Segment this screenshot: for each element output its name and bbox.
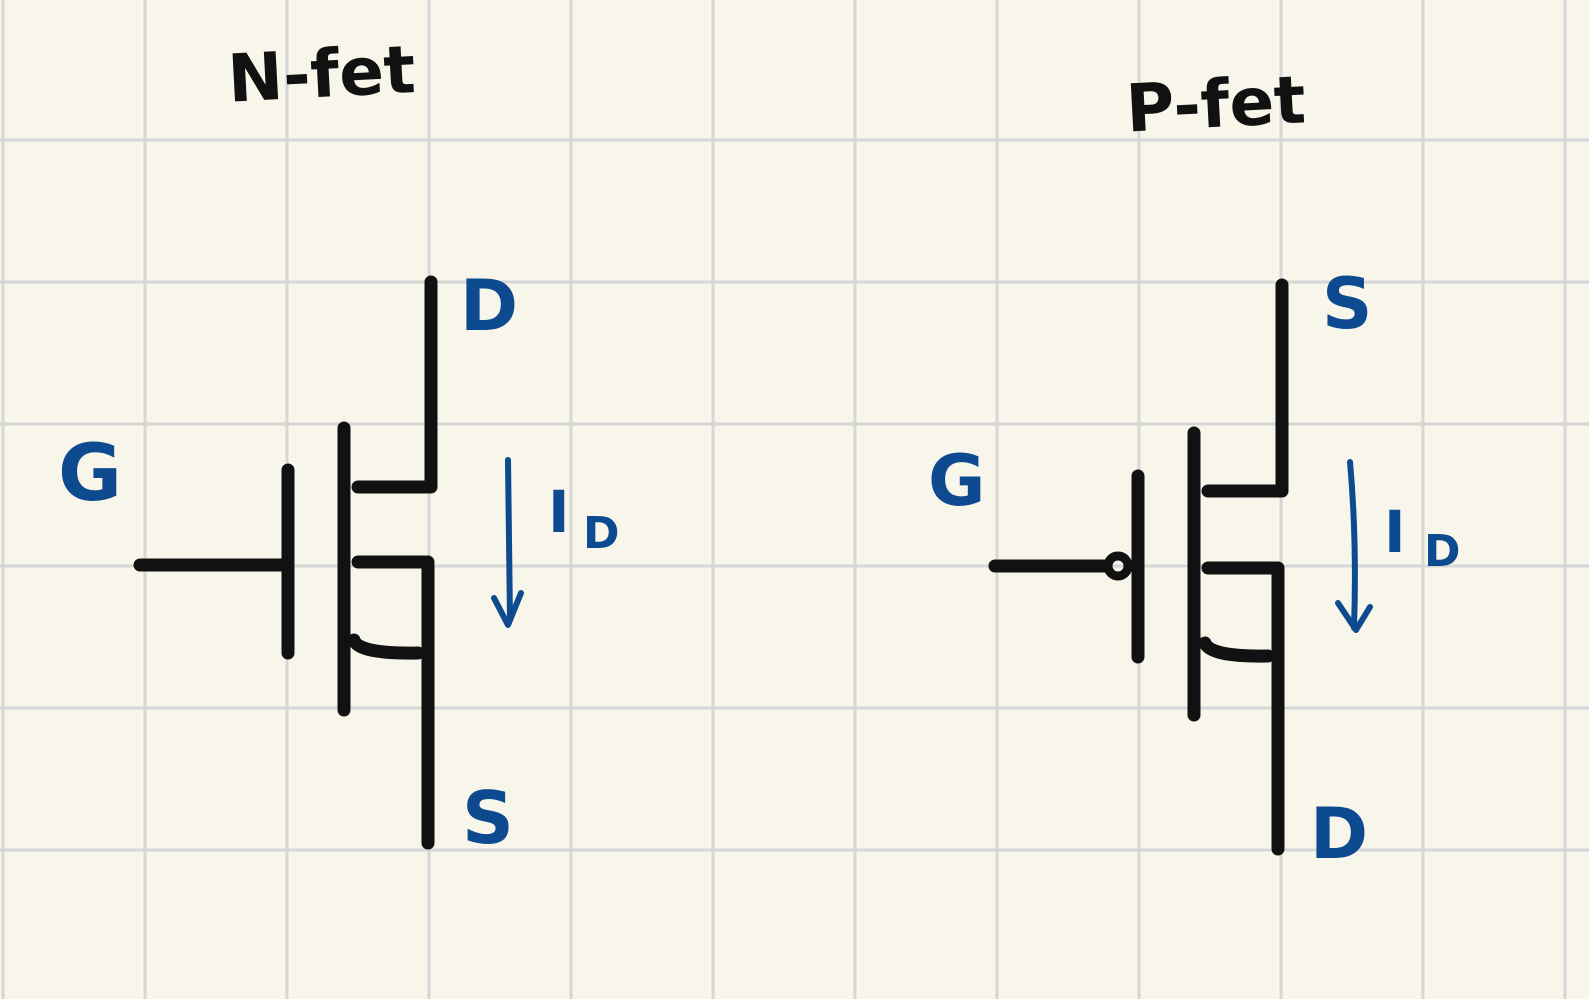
nfet-current-arrowhead: [491, 590, 524, 628]
nfet-drain-label: D: [460, 265, 518, 347]
nfet-gate-label: G: [58, 429, 122, 519]
pfet-source-wire: [1201, 278, 1289, 498]
pfet-current-label: I: [1384, 498, 1406, 566]
pfet-body-tie: [1198, 636, 1275, 663]
pfet-gate-bubble: [1103, 551, 1133, 581]
nfet-diagram: N-fet G D S I D: [58, 31, 620, 860]
pfet-drain-wire: [1201, 561, 1285, 856]
nfet-current-label: I: [548, 478, 570, 546]
pfet-source-label: S: [1322, 263, 1372, 345]
pfet-current-arrowhead: [1335, 600, 1373, 633]
nfet-current-arrow-shaft: [505, 457, 513, 623]
nfet-source-wire: [351, 555, 435, 850]
nfet-drain-wire: [351, 275, 438, 494]
pfet-current-arrow-shaft: [1347, 459, 1358, 631]
nfet-title: N-fet: [226, 31, 417, 118]
pfet-current-subscript: D: [1424, 526, 1461, 577]
pfet-drain-label: D: [1310, 793, 1368, 875]
pfet-title: P-fet: [1124, 61, 1307, 147]
pfet-diagram: P-fet G S D I D: [928, 61, 1461, 875]
nfet-current-subscript: D: [583, 508, 620, 559]
pfet-gate-label: G: [928, 440, 985, 522]
nfet-body-tie: [347, 633, 425, 660]
nfet-source-label: S: [462, 776, 514, 860]
